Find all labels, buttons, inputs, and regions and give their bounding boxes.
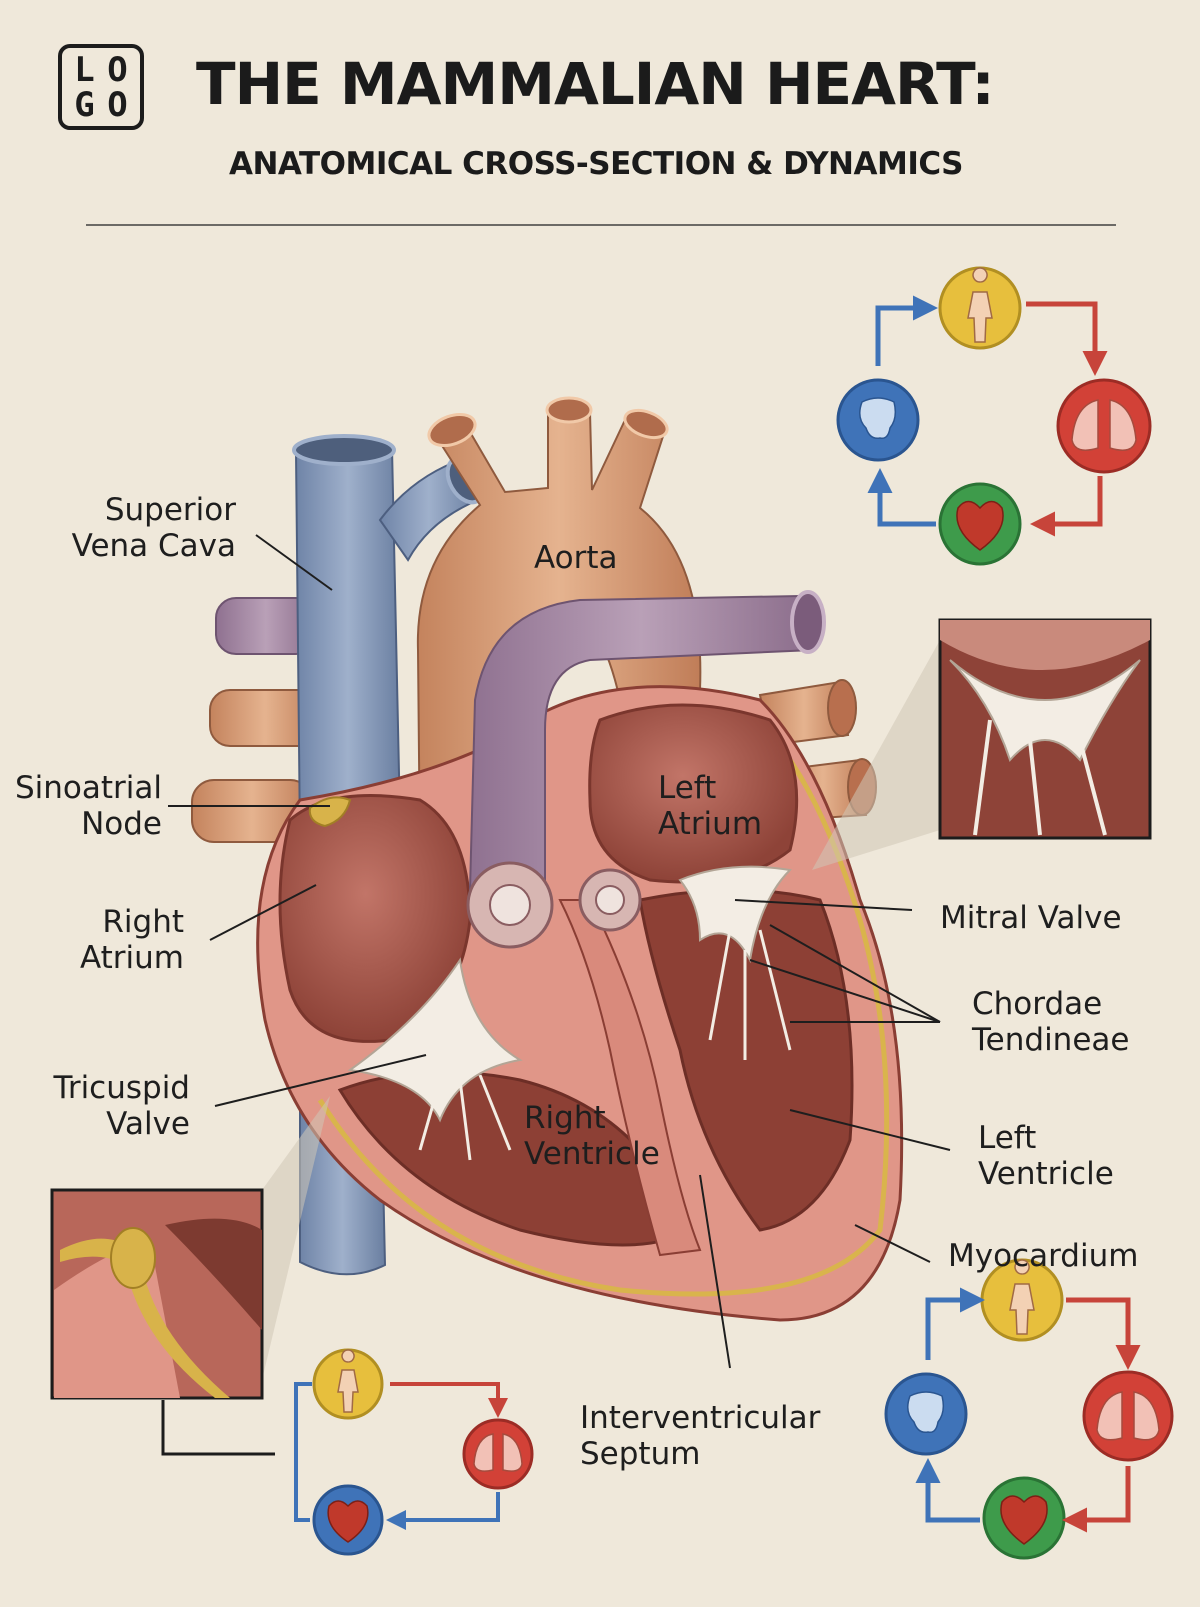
page-title: THE MAMMALIAN HEART: <box>196 50 995 118</box>
label-line: Left <box>978 1120 1037 1156</box>
logo-letter: O <box>107 84 128 125</box>
mitral-valve <box>678 865 793 964</box>
lungs-icon <box>1082 1370 1174 1462</box>
circulation-arrow-icon <box>925 1287 985 1360</box>
circulation-cycle-left <box>294 1348 534 1556</box>
tricuspid-valve <box>347 957 523 1123</box>
logo-icon: L O G O <box>58 44 144 130</box>
conduction-fiber <box>317 758 890 1297</box>
label-mitral-valve: Mitral Valve <box>940 900 1122 936</box>
chordae-tendineae <box>418 929 792 1161</box>
circulation-arrow-icon <box>294 1382 312 1522</box>
lungs-icon <box>1056 378 1152 474</box>
label-line: Atrium <box>79 940 184 976</box>
logo-letter: G <box>74 84 95 125</box>
label-line: Tendineae <box>972 1022 1130 1058</box>
circulation-arrow-icon <box>867 468 936 527</box>
label-tricuspid-valve: Tricuspid Valve <box>10 1070 190 1142</box>
sinoatrial-node <box>308 796 352 828</box>
label-left-ventricle: Left Ventricle <box>978 1120 1114 1192</box>
label-line: Left <box>658 770 717 806</box>
circulation-arrow-icon <box>1030 476 1103 537</box>
header-divider <box>86 224 1116 226</box>
label-line: Chordae <box>972 986 1103 1022</box>
label-line: Ventricle <box>524 1136 660 1172</box>
circulation-cycle-bottom <box>884 1258 1174 1560</box>
mitral-valve-inset <box>812 618 1152 870</box>
label-line: Superior <box>104 492 236 528</box>
page-subtitle: ANATOMICAL CROSS-SECTION & DYNAMICS <box>228 146 964 182</box>
label-line: Node <box>81 806 162 842</box>
circulation-cycle-top <box>836 266 1152 566</box>
circulation-arrow-icon <box>1062 1466 1131 1533</box>
tricuspid-valve-inset <box>50 1096 330 1400</box>
label-line: Atrium <box>658 806 763 842</box>
circulation-arrow-icon <box>915 1458 980 1523</box>
label-interventricular-septum: Interventricular Septum <box>580 1400 820 1472</box>
superior-vena-cava <box>292 434 487 842</box>
pulmonary-trunk <box>466 590 826 949</box>
label-right-atrium: Right Atrium <box>40 904 184 976</box>
label-chordae-tendineae: Chordae Tendineae <box>972 986 1129 1058</box>
label-line: Sinoatrial <box>14 770 162 806</box>
label-sinoatrial-node: Sinoatrial Node <box>0 770 162 842</box>
label-line: Right <box>524 1100 606 1136</box>
logo-letter: O <box>107 49 128 90</box>
circulation-arrow-icon <box>386 1492 500 1530</box>
label-line: Interventricular <box>580 1400 821 1436</box>
circulation-arrow-icon <box>390 1382 508 1418</box>
circulation-arrow-icon <box>1026 301 1108 376</box>
label-line: Septum <box>580 1436 701 1472</box>
label-superior-vena-cava: Superior Vena Cava <box>60 492 236 564</box>
label-line: Valve <box>106 1106 190 1142</box>
label-left-atrium: Left Atrium <box>658 770 762 842</box>
logo-letter: L <box>74 49 95 90</box>
label-line: Vena Cava <box>71 528 236 564</box>
label-right-ventricle: Right Ventricle <box>524 1100 660 1172</box>
label-line: Tricuspid <box>53 1070 190 1106</box>
label-aorta: Aorta <box>534 540 618 576</box>
lungs-icon <box>462 1418 534 1490</box>
interventricular-septum <box>558 899 702 1257</box>
label-line: Ventricle <box>978 1156 1114 1192</box>
circulation-arrow-icon <box>1066 1297 1141 1370</box>
label-line: Right <box>102 904 184 940</box>
circulation-arrow-icon <box>875 295 938 366</box>
inset-connector <box>161 1400 275 1456</box>
label-myocardium: Myocardium <box>948 1238 1139 1274</box>
label-leader-lines <box>168 534 951 1369</box>
